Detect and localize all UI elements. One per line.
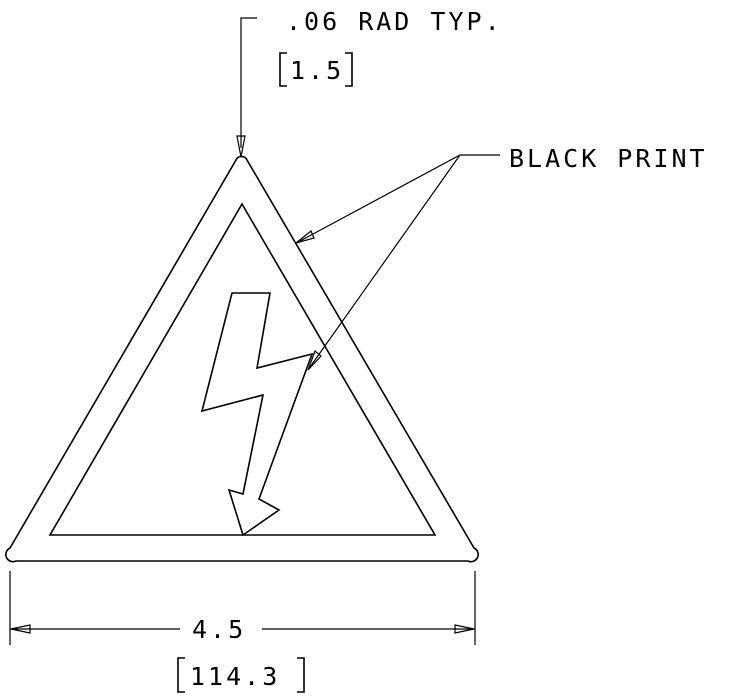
width-label: 4.5: [192, 615, 246, 644]
radius-leader: [236, 17, 257, 158]
svg-text:1.5: 1.5: [290, 56, 344, 85]
radius-metric: 1.5: [279, 52, 353, 87]
black-print-leaders: [295, 154, 500, 371]
width-dimension: [9, 571, 476, 645]
lightning-bolt-icon: [200, 292, 314, 537]
width-metric: 114.3: [177, 657, 305, 693]
inner-triangle: [48, 202, 437, 536]
print-label: BLACK PRINT: [509, 144, 708, 173]
radius-label: .06 RAD TYP.: [286, 7, 503, 36]
outer-triangle: [5, 155, 479, 563]
svg-text:114.3: 114.3: [190, 662, 280, 691]
